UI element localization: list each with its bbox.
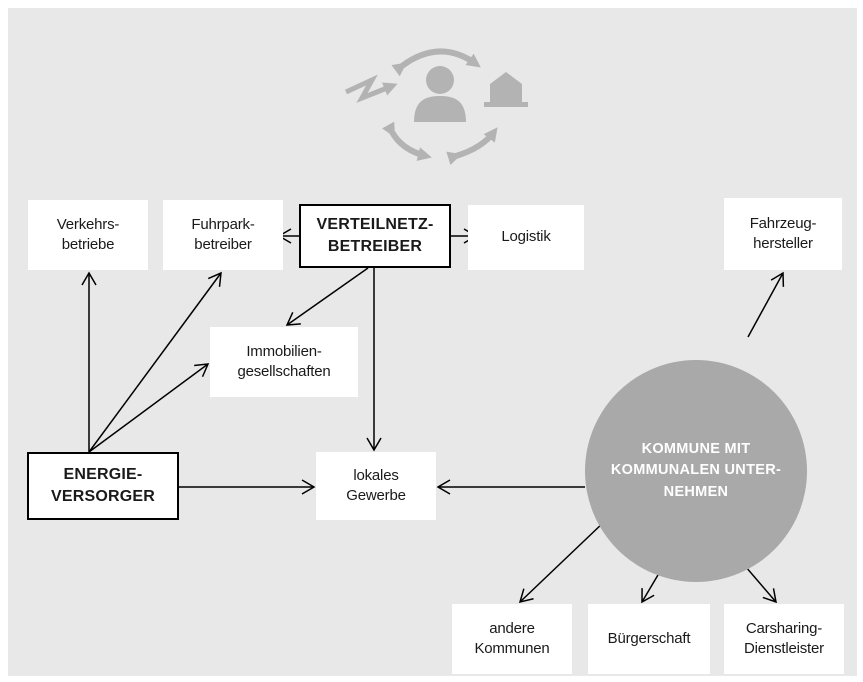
node-label: VERTEILNETZ- BETREIBER <box>316 216 434 255</box>
node-label: Fuhrpark- betreiber <box>191 215 255 253</box>
node-fuhrparkbetreiber: Fuhrpark- betreiber <box>163 200 283 270</box>
node-andere-kommunen: andere Kommunen <box>452 604 572 674</box>
arrow-kommune-to-andere_kommunen <box>518 520 606 604</box>
node-kommune: KOMMUNE MIT KOMMUNALEN UNTER- NEHMEN <box>585 360 807 582</box>
node-fahrzeughersteller: Fahrzeug- hersteller <box>724 198 842 270</box>
node-label: andere Kommunen <box>474 619 550 657</box>
arrow-verteilnetzbetreiber-to-immobiliengesellschaften <box>285 267 369 326</box>
node-verteilnetzbetreiber: VERTEILNETZ- BETREIBER <box>299 204 451 268</box>
node-carsharing: Carsharing- Dienstleister <box>724 604 844 674</box>
header-icon-group <box>344 48 528 166</box>
node-lokales-gewerbe: lokales Gewerbe <box>316 452 436 520</box>
lightning-icon <box>344 74 398 103</box>
node-label: Fahrzeug- hersteller <box>749 214 817 252</box>
arrow-energieversorger-to-fuhrparkbetreiber <box>88 271 222 453</box>
node-energieversorger: ENERGIE- VERSORGER <box>27 452 179 520</box>
node-immobiliengesellschaften: Immobilien- gesellschaften <box>210 327 358 397</box>
node-label: Verkehrs- betriebe <box>56 215 120 253</box>
node-label: lokales Gewerbe <box>346 466 406 504</box>
edge-layer <box>81 228 785 604</box>
node-label: Carsharing- Dienstleister <box>744 619 824 657</box>
node-label: Logistik <box>501 228 551 246</box>
arrow-energieversorger-to-immobiliengesellschaften <box>88 363 210 453</box>
node-label: Bürgerschaft <box>607 629 691 647</box>
node-buergerschaft: Bürgerschaft <box>588 604 710 674</box>
node-label: Immobilien- gesellschaften <box>237 342 331 380</box>
node-label: KOMMUNE MIT KOMMUNALEN UNTER- NEHMEN <box>610 441 782 500</box>
node-label: ENERGIE- VERSORGER <box>50 466 156 505</box>
house-icon <box>484 72 528 107</box>
arrow-kommune-to-fahrzeughersteller <box>747 271 785 338</box>
cycle-arrows-icon <box>381 48 498 166</box>
node-verkehrsbetriebe: Verkehrs- betriebe <box>28 200 148 270</box>
node-logistik: Logistik <box>468 205 584 270</box>
person-icon <box>414 66 466 122</box>
